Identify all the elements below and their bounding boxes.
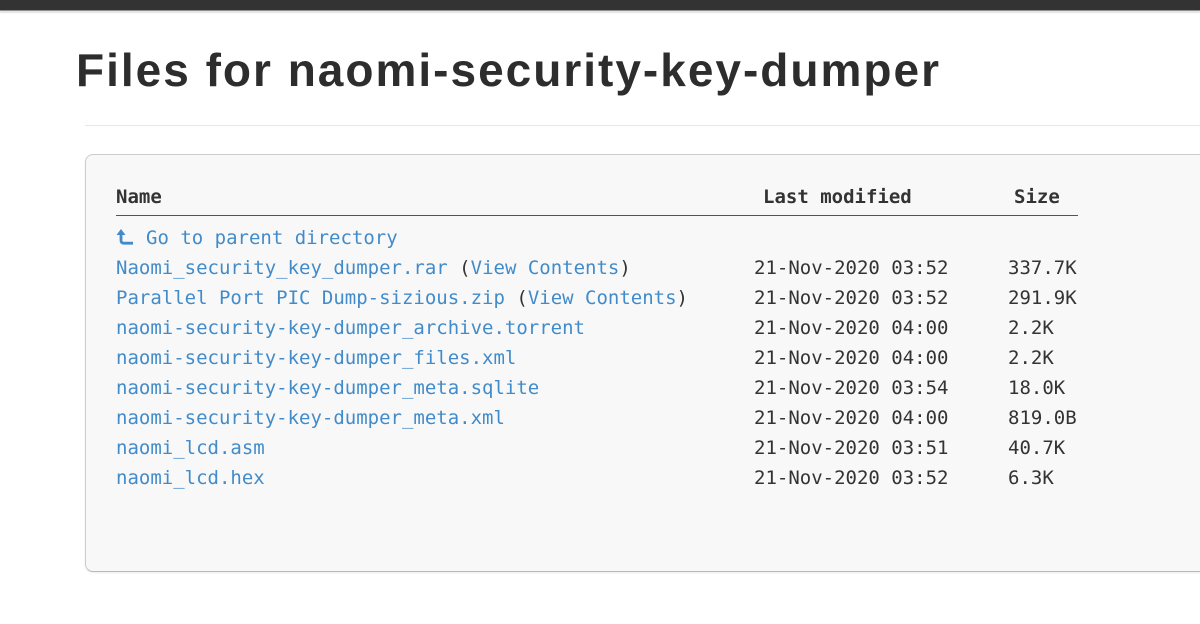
file-link[interactable]: naomi-security-key-dumper_meta.sqlite (116, 377, 540, 399)
column-header-name: Name (116, 186, 754, 216)
table-header-row: Name Last modified Size (116, 186, 1078, 216)
file-link[interactable]: naomi-security-key-dumper_files.xml (116, 347, 517, 369)
table-row: naomi_lcd.asm 21-Nov-2020 03:51 40.7K (116, 433, 1078, 463)
name-cell: naomi_lcd.hex (116, 463, 754, 493)
last-modified-cell: 21-Nov-2020 03:54 (754, 377, 949, 399)
file-link[interactable]: Parallel Port PIC Dump-sizious.zip (116, 287, 505, 309)
file-link[interactable]: naomi-security-key-dumper_meta.xml (116, 407, 505, 429)
file-link[interactable]: naomi_lcd.hex (116, 467, 265, 489)
size-cell: 2.2K (1008, 347, 1054, 369)
file-link[interactable]: naomi-security-key-dumper_archive.torren… (116, 317, 585, 339)
paren-close: ) (619, 257, 631, 279)
parent-directory-label: Go to parent directory (146, 227, 398, 249)
file-link[interactable]: naomi_lcd.asm (116, 437, 265, 459)
files-table: Name Last modified Size Go to parent dir… (116, 186, 1078, 493)
parent-directory-row: Go to parent directory (116, 216, 1078, 254)
view-contents-link[interactable]: View Contents (470, 257, 620, 279)
size-cell: 337.7K (1008, 257, 1077, 279)
name-cell: naomi-security-key-dumper_archive.torren… (116, 313, 754, 343)
view-contents-link[interactable]: View Contents (527, 287, 677, 309)
name-cell: Parallel Port PIC Dump-sizious.zip (View… (116, 283, 754, 313)
table-row: naomi_lcd.hex 21-Nov-2020 03:52 6.3K (116, 463, 1078, 493)
parent-directory-link[interactable]: Go to parent directory (116, 227, 398, 249)
table-row: naomi-security-key-dumper_meta.xml 21-No… (116, 403, 1078, 433)
page-title: Files for naomi-security-key-dumper (76, 44, 941, 96)
size-cell: 6.3K (1008, 467, 1054, 489)
last-modified-cell (754, 216, 1008, 254)
table-row: naomi-security-key-dumper_meta.sqlite 21… (116, 373, 1078, 403)
paren-open: ( (504, 287, 528, 309)
last-modified-cell: 21-Nov-2020 03:52 (754, 287, 949, 309)
name-cell: Naomi_security_key_dumper.rar (View Cont… (116, 253, 754, 283)
name-cell: naomi-security-key-dumper_files.xml (116, 343, 754, 373)
last-modified-cell: 21-Nov-2020 03:52 (754, 257, 949, 279)
title-divider (85, 125, 1200, 126)
name-cell: naomi_lcd.asm (116, 433, 754, 463)
size-cell (1008, 216, 1078, 254)
last-modified-cell: 21-Nov-2020 03:51 (754, 437, 949, 459)
paren-close: ) (676, 287, 688, 309)
column-header-last-modified: Last modified (754, 186, 1008, 216)
file-link[interactable]: Naomi_security_key_dumper.rar (116, 257, 448, 279)
table-row: Parallel Port PIC Dump-sizious.zip (View… (116, 283, 1078, 313)
name-cell: Go to parent directory (116, 216, 754, 254)
level-up-arrow-icon (116, 225, 134, 245)
file-listing-card: Name Last modified Size Go to parent dir… (85, 154, 1200, 572)
table-row: Naomi_security_key_dumper.rar (View Cont… (116, 253, 1078, 283)
size-cell: 291.9K (1008, 287, 1077, 309)
name-cell: naomi-security-key-dumper_meta.sqlite (116, 373, 754, 403)
size-cell: 2.2K (1008, 317, 1054, 339)
size-cell: 18.0K (1008, 377, 1066, 399)
top-navbar (0, 0, 1200, 11)
table-row: naomi-security-key-dumper_archive.torren… (116, 313, 1078, 343)
last-modified-cell: 21-Nov-2020 04:00 (754, 407, 949, 429)
last-modified-cell: 21-Nov-2020 04:00 (754, 347, 949, 369)
paren-open: ( (447, 257, 471, 279)
size-cell: 40.7K (1008, 437, 1066, 459)
column-header-size: Size (1008, 186, 1078, 216)
table-row: naomi-security-key-dumper_files.xml 21-N… (116, 343, 1078, 373)
last-modified-cell: 21-Nov-2020 04:00 (754, 317, 949, 339)
last-modified-cell: 21-Nov-2020 03:52 (754, 467, 949, 489)
size-cell: 819.0B (1008, 407, 1077, 429)
name-cell: naomi-security-key-dumper_meta.xml (116, 403, 754, 433)
